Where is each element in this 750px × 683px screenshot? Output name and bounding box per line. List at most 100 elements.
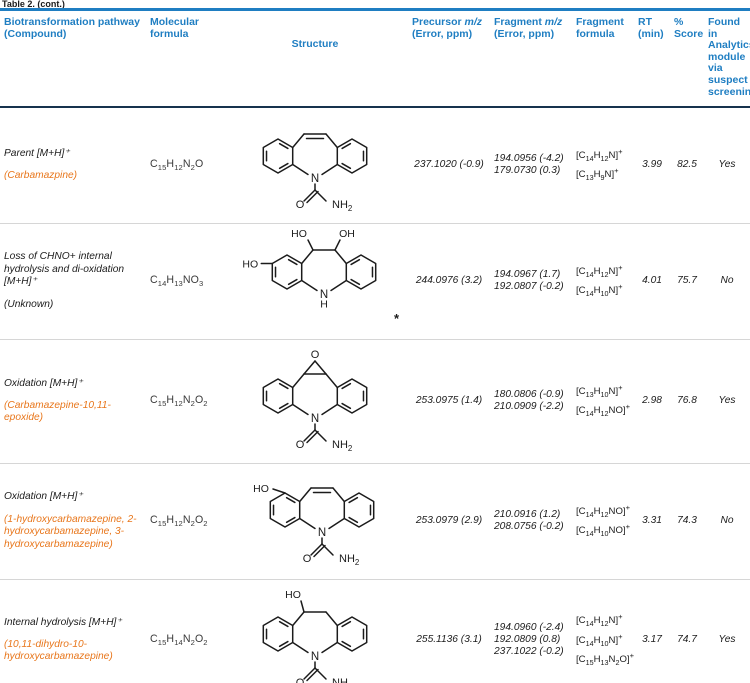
fragment-mz-value: 194.0960 (-2.4): [494, 621, 564, 633]
fragment-mz-value: 194.0956 (-4.2): [494, 153, 564, 165]
cell-found-suspect-screening: No: [704, 223, 750, 339]
col-header-formula-line2: formula: [150, 27, 189, 40]
svg-text:N: N: [320, 289, 328, 301]
found-value: Yes: [718, 159, 736, 171]
fragment-formula-value: [C14H12N]+: [576, 146, 623, 164]
cell-precursor-mz: 253.0975 (1.4): [408, 339, 490, 463]
cell-score: 74.3: [670, 463, 704, 579]
cell-score: 76.8: [670, 339, 704, 463]
cell-score: 74.7: [670, 579, 704, 683]
compound-name: (10,11-dihydro-10-hydroxycarbamazepine): [4, 639, 113, 663]
cell-fragment-mz: 194.0960 (-2.4)192.0809 (0.8)237.1022 (-…: [490, 579, 572, 683]
score-value: 76.8: [677, 395, 697, 407]
molecular-formula: C15H12N2O2: [150, 394, 208, 409]
cell-fragment-formula: [C14H12N]+[C14H10N]+: [572, 223, 634, 339]
table-row: Parent [M+H]⁺ (Carbamazpine) C15H12N2O N O NH…: [0, 108, 750, 224]
compound-name: (1-hydroxycarbamazepine, 2-hydroxycarbam…: [4, 513, 137, 550]
fragment-formula-value: [C15H13N2O]+: [576, 650, 635, 667]
table-row: Oxidation [M+H]⁺(Carbamazepine-10,11-epo…: [0, 339, 750, 463]
fragment-formula-value: [C13H10N]+: [576, 382, 623, 400]
col-header-fragf-line1: Fragment: [576, 16, 624, 28]
fragment-mz-value: 180.0806 (-0.9): [494, 389, 564, 401]
pathway-text: Loss of CHNO+ internal hydrolysis and di…: [4, 251, 125, 288]
col-header-pathway-line2: (Compound): [4, 27, 67, 40]
table-row: Internal hydrolysis [M+H]⁺ (10,11-dihydro…: [0, 579, 750, 683]
cell-fragment-formula: [C14H12NO]+ [C14H10NO]+: [572, 463, 634, 579]
compound-name: (Carbamazpine): [4, 170, 78, 182]
precursor-mz-value: 255.1136 (3.1): [416, 634, 482, 646]
col-header-fragmz-line2: (Error, ppm): [494, 27, 555, 40]
svg-text:HO: HO: [285, 589, 301, 601]
svg-text:O: O: [311, 349, 320, 361]
col-header-molecular-formula: Molecular formula: [146, 11, 222, 106]
col-header-fragmz-line1: Fragment m/z: [494, 16, 563, 28]
cell-fragment-formula: [C14H12N]+ [C14H10N]+ [C15H13N2O]+: [572, 579, 634, 683]
cell-pathway: Internal hydrolysis [M+H]⁺ (10,11-dihydro…: [0, 579, 146, 683]
found-value: Yes: [718, 395, 736, 407]
svg-text:OH: OH: [339, 228, 355, 240]
cell-structure: N O NH2: [222, 108, 408, 224]
svg-text:N: N: [311, 173, 319, 185]
cell-rt: 3.99: [634, 108, 670, 224]
cell-precursor-mz: 237.1020 (-0.9): [408, 108, 490, 224]
metabolite-table: Biotransformation pathway (Compound) Mol…: [0, 11, 750, 106]
rt-value: 2.98: [642, 395, 662, 407]
col-header-rt: RT (min): [634, 11, 670, 106]
score-value: 82.5: [677, 159, 697, 171]
cell-fragment-formula: [C14H12N]+[C13H9N]+: [572, 108, 634, 224]
cell-fragment-mz: 194.0967 (1.7)192.0807 (-0.2): [490, 223, 572, 339]
rt-value: 3.99: [642, 159, 662, 171]
svg-text:N: N: [311, 651, 319, 663]
cell-score: 75.7: [670, 223, 704, 339]
svg-text:O: O: [296, 439, 305, 451]
cell-precursor-mz: 255.1136 (3.1): [408, 579, 490, 683]
fragment-formula-value: [C14H12N]+: [576, 262, 623, 280]
fragment-formula-value: [C14H10N]+: [576, 631, 623, 648]
score-value: 75.7: [677, 275, 697, 287]
header-rule: [0, 106, 750, 108]
col-header-rt-line2: (min): [638, 27, 664, 40]
precursor-mz-value: 244.0976 (3.2): [415, 275, 483, 287]
svg-text:N: N: [311, 413, 319, 425]
cell-rt: 4.01: [634, 223, 670, 339]
pathway-text: Internal hydrolysis [M+H]⁺: [4, 616, 122, 628]
cell-fragment-mz: 210.0916 (1.2)208.0756 (-0.2): [490, 463, 572, 579]
molecular-formula: C15H12N2O: [150, 158, 204, 173]
fragment-mz-value: 210.0916 (1.2): [494, 509, 561, 521]
table-header: Biotransformation pathway (Compound) Mol…: [0, 11, 750, 106]
pathway-text: Parent [M+H]⁺: [4, 147, 70, 159]
cell-found-suspect-screening: Yes: [704, 579, 750, 683]
col-header-pathway: Biotransformation pathway (Compound): [0, 11, 146, 106]
svg-text:O: O: [296, 199, 305, 211]
fragment-formula-value: [C14H12NO]+: [576, 402, 631, 419]
rt-value: 4.01: [642, 275, 662, 287]
table-row: Oxidation [M+H]⁺(1-hydroxycarbamazepine,…: [0, 463, 750, 579]
svg-text:NH2: NH2: [339, 553, 359, 567]
cell-precursor-mz: 253.0979 (2.9): [408, 463, 490, 579]
score-value: 74.3: [677, 515, 697, 527]
found-value: No: [720, 275, 734, 287]
found-value: No: [720, 515, 734, 527]
fragment-formula-value: [C14H12N]+: [576, 612, 623, 629]
fragment-formula-value: [C14H10NO]+: [576, 522, 631, 539]
col-header-precursor-line2: (Error, ppm): [412, 27, 473, 40]
cell-rt: 3.17: [634, 579, 670, 683]
cell-pathway: Oxidation [M+H]⁺(1-hydroxycarbamazepine,…: [0, 463, 146, 579]
svg-text:H: H: [320, 298, 328, 310]
fragment-mz-value: 192.0807 (-0.2): [494, 281, 564, 293]
fragment-mz-value: 192.0809 (0.8): [494, 634, 561, 646]
svg-text:NH2: NH2: [332, 199, 352, 213]
fragment-mz-value: 210.0909 (-2.2): [494, 401, 564, 413]
cell-found-suspect-screening: Yes: [704, 339, 750, 463]
top-rule: [0, 8, 750, 11]
cell-fragment-formula: [C13H10N]+ [C14H12NO]+: [572, 339, 634, 463]
fragment-formula-value: [C14H12NO]+: [576, 502, 631, 520]
svg-text:N: N: [318, 527, 326, 539]
